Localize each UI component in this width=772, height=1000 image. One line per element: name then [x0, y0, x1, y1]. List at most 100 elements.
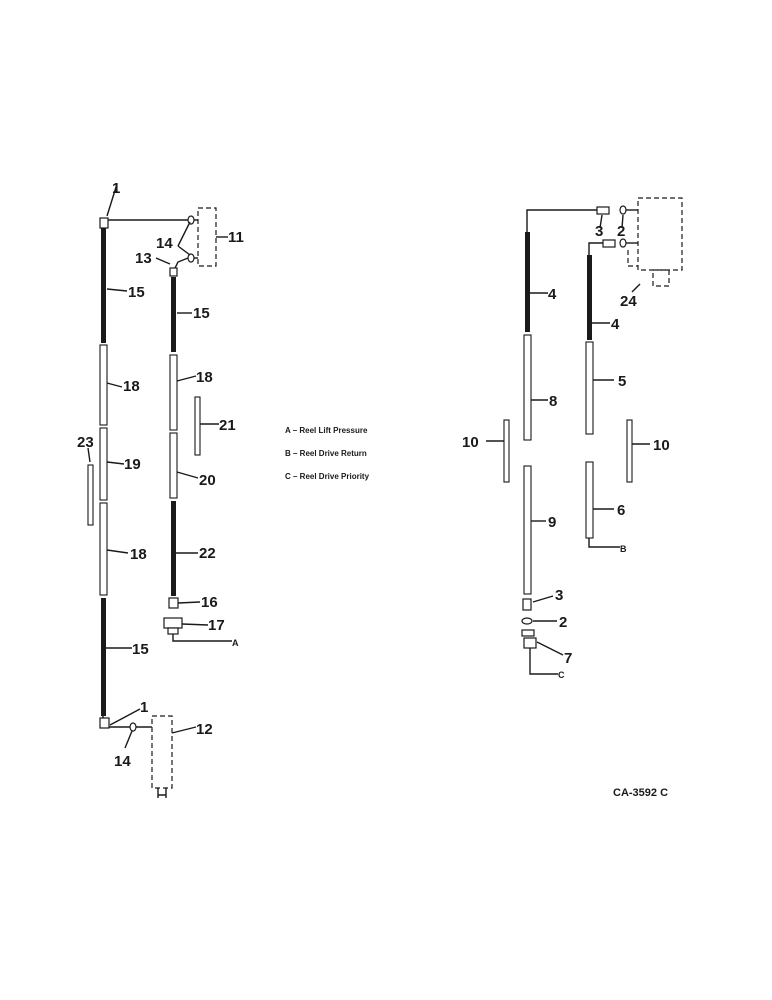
- tube-line-second-right: [588, 242, 603, 255]
- leader-3-bottom: [532, 595, 554, 603]
- o-ring-14-bottom: [129, 722, 137, 732]
- leader-1-top: [106, 183, 118, 217]
- leader-18-c: [106, 549, 129, 554]
- callout-18-right-column: 18: [196, 369, 213, 386]
- line-to-c: [529, 648, 558, 675]
- hose-18-lower-left: [99, 502, 108, 596]
- o-ring-2-bottom: [521, 617, 533, 625]
- hose-19: [99, 427, 108, 501]
- line-to-a: [172, 634, 232, 642]
- sleeve-21: [194, 396, 201, 456]
- callout-4-left: 4: [548, 286, 557, 303]
- callout-5: 5: [618, 373, 626, 390]
- callout-1-top: 1: [112, 180, 120, 197]
- leader-7: [536, 641, 564, 656]
- o-ring-2-lower: [619, 238, 627, 248]
- elbow-bottom-body: [99, 717, 110, 729]
- hose-22: [171, 501, 176, 596]
- leader-18-b: [176, 375, 197, 382]
- fitting-16: [168, 597, 179, 609]
- endpoint-a: A: [232, 638, 239, 648]
- callout-2-top: 2: [617, 223, 625, 240]
- callout-16: 16: [201, 594, 218, 611]
- callout-13: 13: [135, 250, 152, 267]
- endpoint-c: C: [558, 670, 565, 680]
- callout-15-lower-left: 15: [132, 641, 149, 658]
- leader-24: [631, 283, 641, 293]
- elbow-fitting-bottom: [102, 716, 150, 728]
- fitting-7: [523, 637, 537, 649]
- callout-18-upper-left: 18: [123, 378, 140, 395]
- callout-14-top: 14: [156, 235, 173, 252]
- callout-1-bottom: 1: [140, 699, 148, 716]
- leader-20: [176, 471, 199, 479]
- hose-4-left: [525, 232, 530, 332]
- leader-1-bottom: [109, 708, 141, 726]
- callout-10-left: 10: [462, 434, 479, 451]
- callout-2-bottom: 2: [559, 614, 567, 631]
- callout-22: 22: [199, 545, 216, 562]
- motor-24-side: [627, 250, 638, 267]
- hose-15-lower-left: [101, 598, 106, 716]
- leader-18-a: [106, 382, 123, 388]
- sleeve-10-left: [503, 419, 510, 483]
- figure-code: CA-3592 C: [613, 787, 668, 799]
- leader-2-top: [621, 214, 624, 229]
- callout-9: 9: [548, 514, 556, 531]
- motor-24-outline: [637, 197, 683, 271]
- callout-3-top: 3: [595, 223, 603, 240]
- leader-14-b: [177, 245, 191, 256]
- left-inner-hose-assembly: [163, 257, 232, 642]
- o-ring-14-lower: [187, 253, 195, 263]
- leader-lines: [87, 183, 650, 749]
- hose-6: [585, 461, 594, 539]
- legend-c: C – Reel Drive Priority: [285, 472, 370, 481]
- callout-24: 24: [620, 293, 637, 310]
- hose-20: [169, 432, 178, 499]
- callout-15-right-column: 15: [193, 305, 210, 322]
- endpoint-b: B: [620, 544, 627, 554]
- leader-3-top: [599, 214, 603, 229]
- hose-9: [523, 465, 532, 595]
- elbow-13-body: [169, 267, 178, 277]
- callout-20: 20: [199, 472, 216, 489]
- motor-24-shaft: [652, 269, 670, 287]
- leader-13: [155, 257, 171, 265]
- fitting-17: [163, 617, 183, 629]
- callout-18-lower-left: 18: [130, 546, 147, 563]
- callout-15-upper-left: 15: [128, 284, 145, 301]
- legend: A – Reel Lift Pressure B – Reel Drive Re…: [285, 426, 370, 481]
- tube-line-top-right: [526, 209, 597, 232]
- callout-4-right: 4: [611, 316, 620, 333]
- callout-11: 11: [228, 229, 244, 246]
- hose-5: [585, 341, 594, 435]
- fitting-3-bottom: [522, 598, 532, 611]
- fitting-3-lower: [602, 239, 616, 248]
- valve-11-outline: [197, 207, 217, 267]
- elbow-top-body: [99, 217, 109, 229]
- leader-14-bottom: [124, 730, 133, 749]
- leader-17: [181, 623, 209, 626]
- leader-23: [87, 447, 91, 463]
- leader-15-a: [106, 288, 128, 292]
- legend-a: A – Reel Lift Pressure: [285, 426, 368, 435]
- callout-12: 12: [196, 721, 213, 738]
- sleeve-23: [87, 464, 94, 526]
- callout-6: 6: [617, 502, 625, 519]
- hose-4-right: [587, 255, 592, 340]
- callout-23: 23: [77, 434, 94, 451]
- callout-14-bottom: 14: [114, 753, 131, 770]
- valve-12-stub: [157, 788, 167, 798]
- legend-b: B – Reel Drive Return: [285, 449, 367, 458]
- callout-17: 17: [208, 617, 225, 634]
- callout-19: 19: [124, 456, 141, 473]
- callout-10-right: 10: [653, 437, 670, 454]
- callout-3-bottom: 3: [555, 587, 563, 604]
- callout-8: 8: [549, 393, 557, 410]
- hose-18-right-column: [169, 354, 178, 431]
- fitting-17-base: [167, 627, 179, 635]
- leader-19: [106, 461, 125, 465]
- leader-12: [171, 726, 197, 734]
- leader-14-a: [177, 221, 191, 247]
